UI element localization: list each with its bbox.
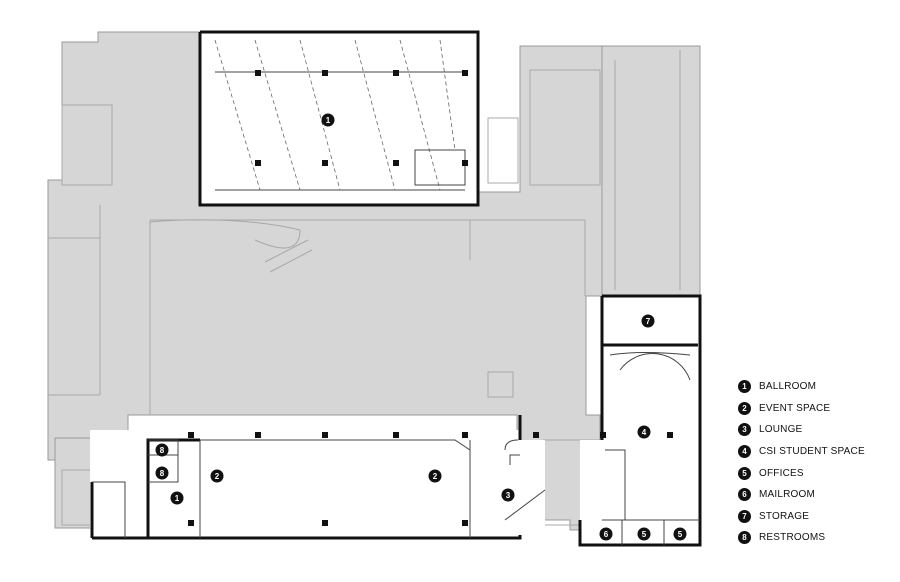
legend-item-event-space: 2 EVENT SPACE	[738, 398, 865, 420]
svg-text:3: 3	[506, 491, 511, 500]
existing-building	[47, 31, 701, 531]
legend-label: EVENT SPACE	[759, 402, 831, 414]
room-marker-offices-b: 5	[673, 527, 687, 541]
legend-label: MAILROOM	[759, 489, 816, 501]
legend-item-mailroom: 6 MAILROOM	[738, 484, 865, 506]
svg-text:8: 8	[160, 469, 165, 478]
legend-item-ballroom: 1 BALLROOM	[738, 376, 865, 398]
room-marker-ballroom-top: 1	[321, 113, 335, 127]
svg-text:2: 2	[433, 472, 438, 481]
svg-text:8: 8	[160, 446, 165, 455]
legend: 1 BALLROOM 2 EVENT SPACE 3 LOUNGE 4 CSI STUD…	[738, 376, 865, 549]
room-marker-ballroom-small: 1	[170, 491, 184, 505]
lounge-area	[495, 439, 546, 535]
legend-number: 4	[738, 445, 751, 459]
svg-text:1: 1	[326, 116, 331, 125]
room-marker-event-space-left: 2	[210, 469, 224, 483]
legend-number: 2	[738, 401, 751, 415]
room-marker-restroom-b: 8	[155, 466, 169, 480]
legend-item-offices: 5 OFFICES	[738, 462, 865, 484]
svg-text:1: 1	[175, 494, 180, 503]
legend-number: 7	[738, 509, 751, 523]
legend-item-csi-student-space: 4 CSI STUDENT SPACE	[738, 441, 865, 463]
svg-text:5: 5	[642, 530, 647, 539]
svg-text:4: 4	[642, 428, 647, 437]
legend-label: OFFICES	[759, 467, 804, 479]
structural-columns	[188, 70, 673, 526]
legend-label: LOUNGE	[759, 424, 803, 436]
svg-text:6: 6	[604, 530, 609, 539]
legend-label: BALLROOM	[759, 381, 817, 393]
room-marker-event-space-right: 2	[428, 469, 442, 483]
room-marker-csi-student-space: 4	[637, 425, 651, 439]
legend-label: CSI STUDENT SPACE	[759, 446, 865, 458]
svg-text:7: 7	[646, 317, 651, 326]
legend-number: 1	[738, 380, 751, 394]
legend-label: STORAGE	[759, 510, 810, 522]
ballroom-upper	[198, 30, 480, 207]
legend-item-lounge: 3 LOUNGE	[738, 419, 865, 441]
svg-text:2: 2	[215, 472, 220, 481]
room-marker-storage: 7	[641, 314, 655, 328]
legend-number: 5	[738, 466, 751, 480]
event-space-block	[90, 415, 522, 540]
legend-number: 8	[738, 531, 751, 545]
room-marker-restroom-a: 8	[155, 443, 169, 457]
room-marker-offices-a: 5	[637, 527, 651, 541]
svg-text:5: 5	[678, 530, 683, 539]
room-marker-lounge: 3	[501, 488, 515, 502]
legend-label: RESTROOMS	[759, 532, 826, 544]
legend-item-restrooms: 8 RESTROOMS	[738, 527, 865, 549]
room-marker-mailroom: 6	[599, 527, 613, 541]
legend-item-storage: 7 STORAGE	[738, 506, 865, 528]
legend-number: 3	[738, 423, 751, 437]
legend-number: 6	[738, 488, 751, 502]
